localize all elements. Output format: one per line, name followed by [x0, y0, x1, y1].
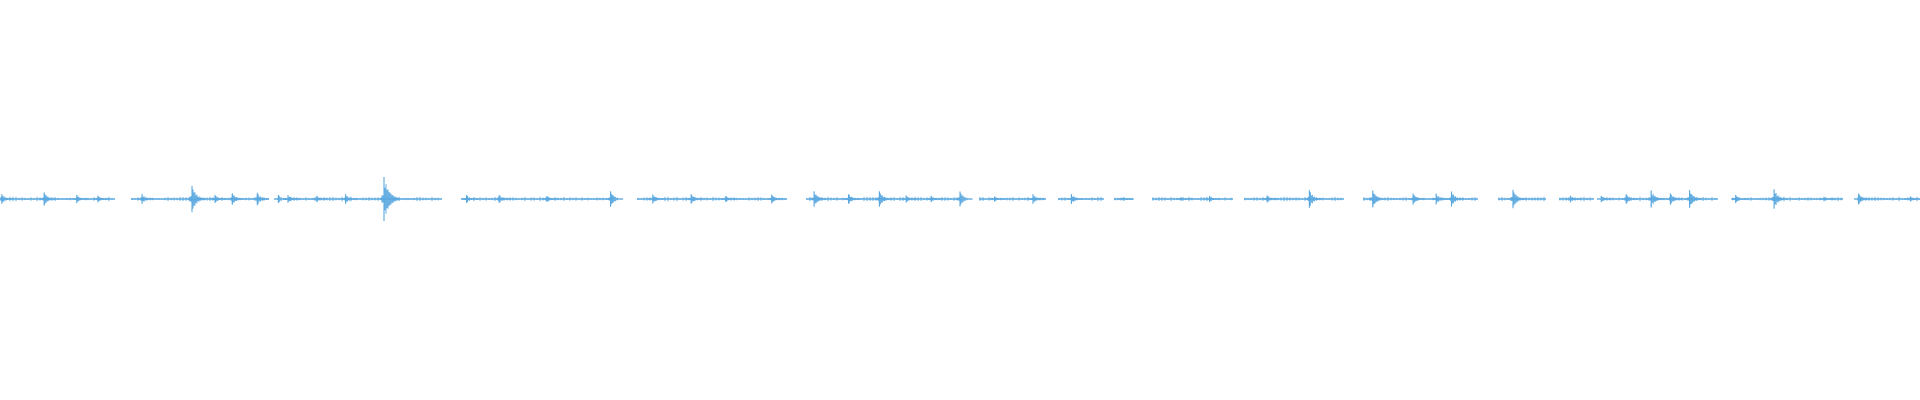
- waveform-peaks: [0, 177, 1920, 221]
- waveform-peak: [252, 194, 269, 204]
- waveform-peak: [955, 192, 973, 206]
- waveform-peak: [1368, 191, 1386, 207]
- waveform-peak: [767, 195, 784, 203]
- waveform-peak: [312, 196, 328, 202]
- waveform-peak: [874, 192, 892, 206]
- waveform-peak: [1685, 190, 1703, 208]
- waveform-peak: [1769, 189, 1787, 209]
- waveform-peak: [1066, 194, 1083, 204]
- waveform-peak: [1028, 194, 1045, 204]
- waveform-peak: [1431, 193, 1448, 205]
- waveform-peak: [379, 177, 401, 221]
- waveform-peak: [0, 194, 14, 204]
- waveform-peak: [72, 195, 89, 203]
- waveform-peak: [926, 196, 942, 202]
- waveform-peak: [283, 195, 300, 203]
- waveform-peak: [1304, 192, 1322, 206]
- waveform-peak: [1205, 196, 1221, 202]
- waveform-peak: [844, 195, 861, 203]
- waveform-peak: [1176, 197, 1192, 201]
- waveform-peak: [1905, 196, 1920, 202]
- waveform-peak: [1854, 194, 1871, 204]
- waveform-peak: [1731, 195, 1748, 203]
- waveform-peak: [1118, 198, 1134, 200]
- waveform-peak: [686, 194, 703, 204]
- waveform-peak: [1646, 190, 1664, 208]
- waveform-peak: [1262, 196, 1278, 202]
- waveform-peak: [462, 196, 479, 202]
- waveform-peak: [1665, 194, 1682, 204]
- waveform-peak: [1508, 190, 1526, 208]
- waveform-peak: [721, 196, 737, 202]
- waveform-peak: [1621, 195, 1638, 203]
- waveform-peak: [1447, 192, 1464, 206]
- waveform-peak: [606, 191, 624, 207]
- waveform-peak: [93, 196, 109, 202]
- waveform-peak: [809, 191, 827, 207]
- waveform-peak: [990, 196, 1006, 202]
- waveform-peak: [648, 194, 665, 204]
- waveform-peak: [341, 194, 358, 204]
- waveform-peak: [210, 196, 227, 202]
- waveform-peak: [494, 196, 511, 202]
- waveform-peak: [1408, 194, 1425, 204]
- waveform-peak: [901, 196, 917, 202]
- waveform-peak: [137, 194, 154, 204]
- waveform-peak: [1596, 196, 1612, 202]
- waveform-peak: [39, 193, 56, 205]
- waveform-peak: [1819, 196, 1835, 202]
- waveform-peak: [227, 194, 244, 204]
- waveform-peak: [1566, 195, 1582, 203]
- waveform-peak: [542, 196, 558, 202]
